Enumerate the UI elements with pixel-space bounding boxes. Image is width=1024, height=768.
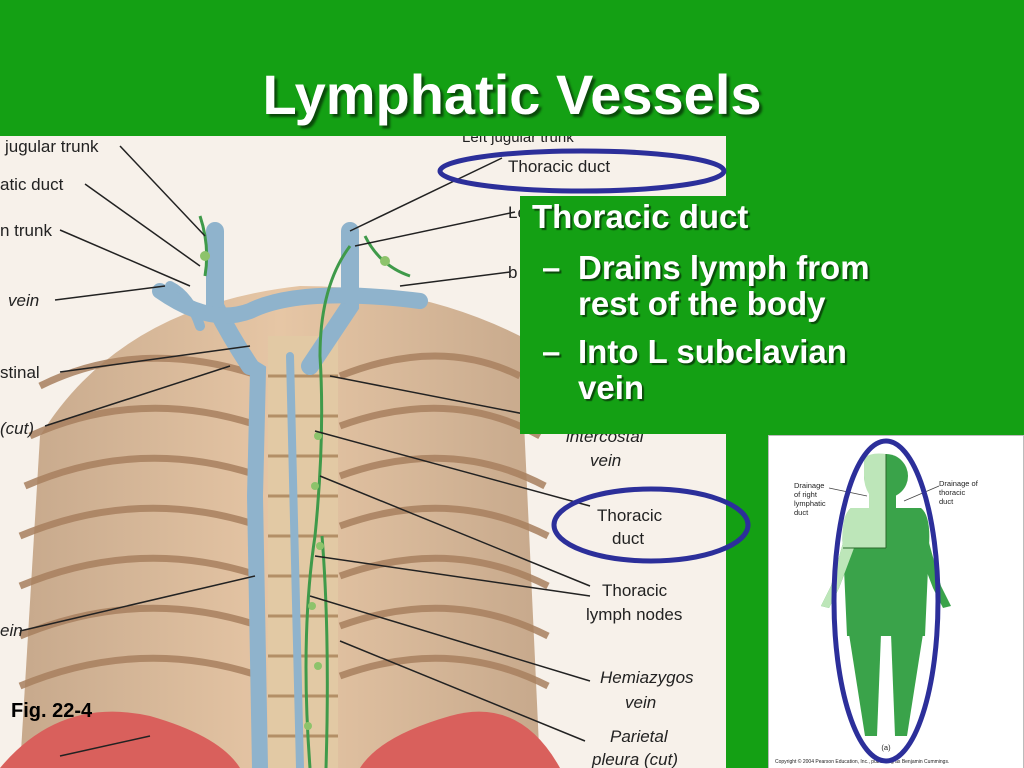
label-cut: (cut) bbox=[0, 419, 34, 438]
inset-label-left-4: duct bbox=[794, 508, 809, 517]
label-thoracic-nodes-2: lymph nodes bbox=[586, 605, 682, 624]
body-drainage-illustration: Drainage of right lymphatic duct Drainag… bbox=[769, 436, 1023, 768]
inset-label-right-1: Drainage of bbox=[939, 479, 979, 488]
label-jugular-trunk: jugular trunk bbox=[4, 137, 99, 156]
inset-label-left-3: lymphatic bbox=[794, 499, 826, 508]
label-atic-duct: atic duct bbox=[0, 175, 64, 194]
inset-label-right-2: thoracic bbox=[939, 488, 966, 497]
inset-copyright: Copyright © 2004 Pearson Education, Inc.… bbox=[775, 758, 949, 765]
label-b: b bbox=[508, 263, 517, 282]
label-hemiazygos-vein: vein bbox=[625, 693, 656, 712]
ring-body bbox=[831, 438, 941, 764]
bullet-dash: – bbox=[542, 249, 561, 286]
bullet-sub-2: – Into L subclavian vein bbox=[542, 333, 847, 406]
bullet-main: Thoracic duct bbox=[532, 198, 749, 235]
bullet-dash: – bbox=[542, 333, 561, 370]
label-parietal-pleura: pleura (cut) bbox=[591, 750, 678, 768]
label-hemiazygos: Hemiazygos bbox=[600, 668, 694, 687]
bullet-box: Thoracic duct – Drains lymph from rest o… bbox=[520, 196, 1020, 434]
label-left-jugular-trunk: Left jugular trunk bbox=[462, 136, 574, 146]
bullet-sub-2-line-2: vein bbox=[578, 369, 645, 406]
inset-label-left-1: Drainage bbox=[794, 481, 824, 490]
ring-thoracic-duct-top bbox=[437, 148, 727, 194]
label-thoracic-nodes: Thoracic bbox=[602, 581, 668, 600]
label-stinal: stinal bbox=[0, 363, 40, 382]
bullet-sub-1: – Drains lymph from rest of the body bbox=[542, 249, 870, 322]
label-thoracic-duct-top: Thoracic duct bbox=[508, 157, 610, 176]
inset-label-left-2: of right bbox=[794, 490, 818, 499]
label-intercostal-vein: vein bbox=[590, 451, 621, 470]
label-vein-left: vein bbox=[8, 291, 39, 310]
label-thoracic-duct-mid-2: duct bbox=[612, 529, 644, 548]
bullet-sub-1-line-1: Drains lymph from bbox=[578, 249, 870, 286]
inset-panel-label: (a) bbox=[881, 743, 891, 752]
bullet-sub-2-line-1: Into L subclavian bbox=[578, 333, 847, 370]
bullet-sub-1-line-2: rest of the body bbox=[578, 285, 826, 322]
label-ein: ein bbox=[0, 621, 23, 640]
label-thoracic-duct-mid: Thoracic bbox=[597, 506, 663, 525]
inset-label-right-3: duct bbox=[939, 497, 954, 506]
slide-title: Lymphatic Vessels bbox=[262, 63, 762, 126]
ring-thoracic-duct-mid bbox=[551, 486, 751, 564]
drainage-inset-figure: Drainage of right lymphatic duct Drainag… bbox=[768, 435, 1024, 768]
figure-caption: Fig. 22-4 bbox=[11, 700, 93, 722]
label-n-trunk: n trunk bbox=[0, 221, 52, 240]
label-parietal: Parietal bbox=[610, 727, 669, 746]
